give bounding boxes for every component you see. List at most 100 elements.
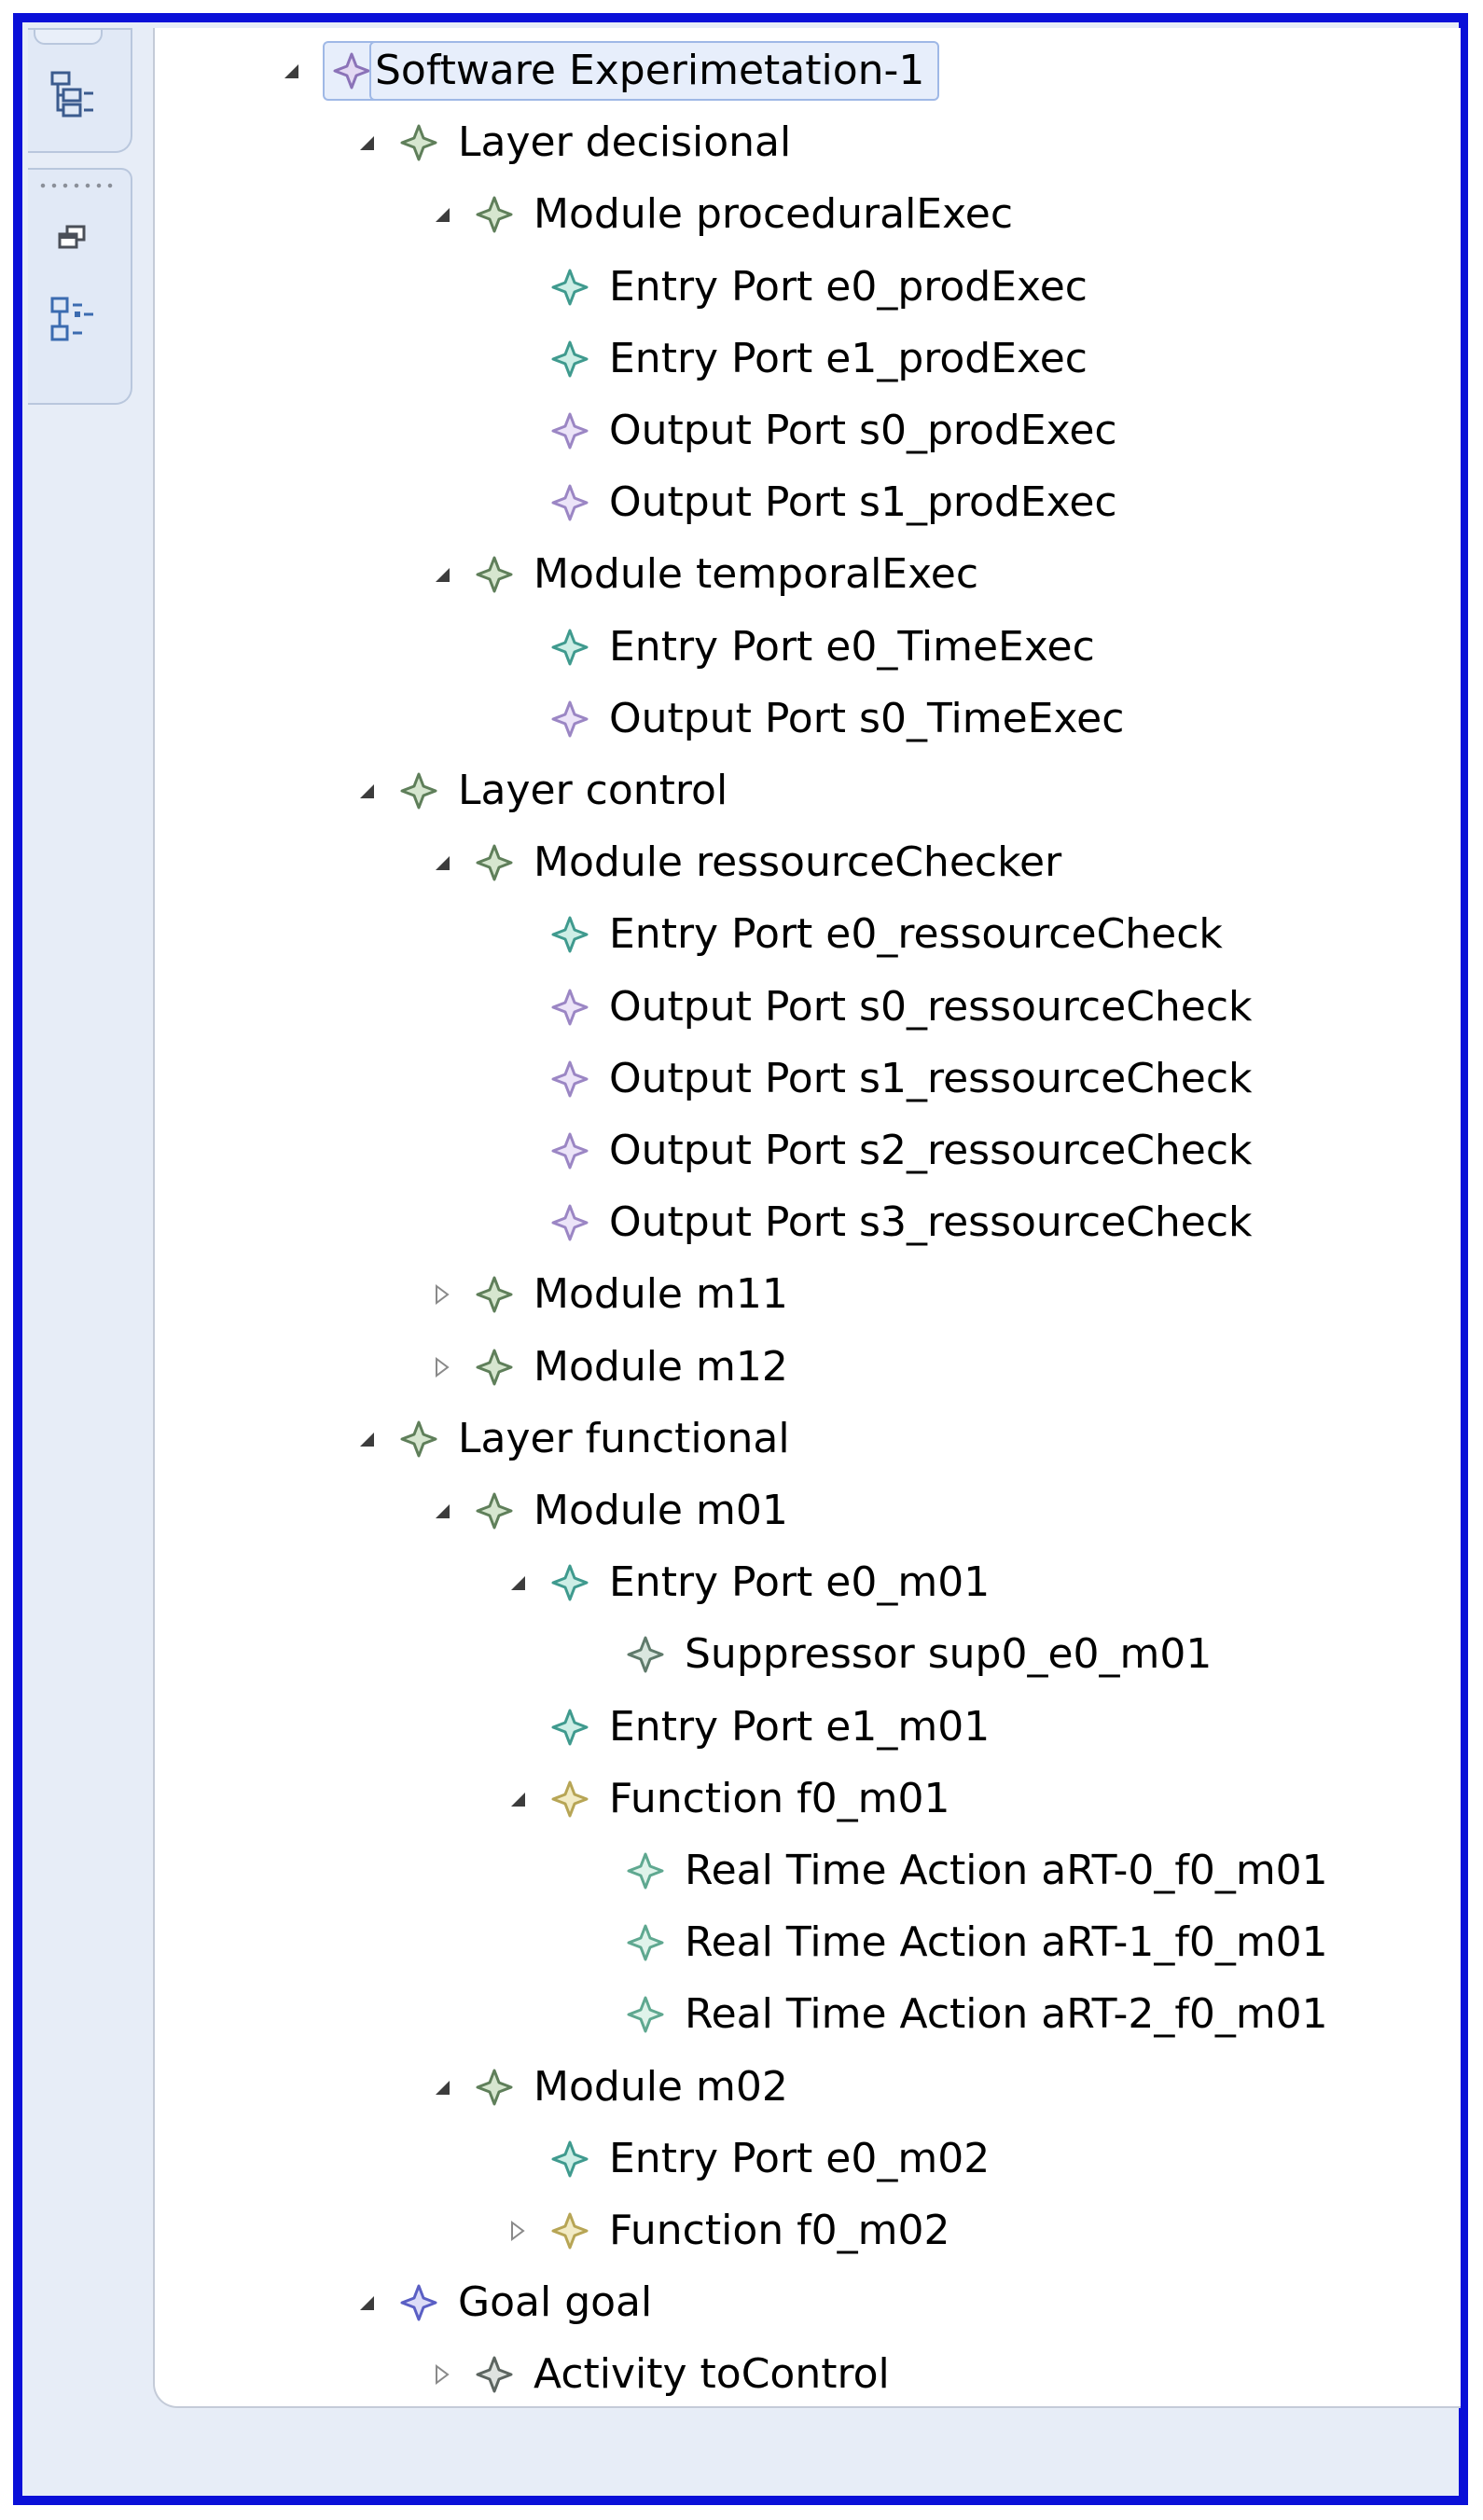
tree-item[interactable]: Module ressourceChecker [423, 833, 1061, 893]
expanded-twisty-icon[interactable] [272, 52, 310, 90]
diamond-green-icon [398, 122, 439, 163]
expanded-twisty-icon[interactable] [423, 1492, 461, 1530]
tree-item-label: Real Time Action aRT-0_f0_m01 [685, 1847, 1328, 1894]
hierarchy-view-icon[interactable] [45, 65, 101, 121]
tree-item-label: Entry Port e0_m02 [609, 2134, 991, 2182]
tree-item[interactable]: Entry Port e0_m01 [499, 1553, 990, 1613]
tree-item[interactable]: Module temporalExec [423, 545, 978, 604]
tree-spacer [499, 700, 536, 738]
diamond-gray-icon [474, 2354, 515, 2395]
tree-item[interactable]: Module m12 [423, 1337, 788, 1397]
tree-item[interactable]: Output Port s0_prodExec [499, 401, 1117, 461]
tree-item[interactable]: Activity toControl [423, 2345, 890, 2404]
expanded-twisty-icon[interactable] [348, 124, 385, 161]
tree-item-label: Output Port s1_prodExec [609, 478, 1117, 527]
tree-item-label: Module m12 [534, 1342, 788, 1391]
tree-item-label: Output Port s0_prodExec [609, 407, 1117, 454]
tree-item-label: Module m02 [534, 2062, 788, 2111]
tree-spacer [499, 412, 536, 450]
tree-spacer [499, 340, 536, 378]
tree-item[interactable]: Output Port s3_ressourceCheck [499, 1193, 1253, 1253]
stack-tab-edge [34, 30, 103, 45]
diamond-mint-icon [625, 1922, 666, 1963]
diamond-green-icon [474, 1490, 515, 1531]
restore-icon[interactable] [45, 212, 101, 268]
tree-item-label: Module temporalExec [534, 550, 979, 599]
tree-item-label: Module m11 [534, 1270, 788, 1319]
tree-item[interactable]: Suppressor sup0_e0_m01 [575, 1625, 1212, 1684]
tree-item[interactable]: Output Port s1_prodExec [499, 473, 1117, 533]
expanded-twisty-icon[interactable] [348, 1420, 385, 1458]
diamond-lavender-icon [549, 1059, 590, 1100]
tree-item-label: Real Time Action aRT-2_f0_m01 [685, 1990, 1328, 2039]
diamond-lavender-icon [549, 410, 590, 451]
tree-spacer [499, 269, 536, 306]
tree-item-label: Entry Port e0_TimeExec [609, 622, 1095, 671]
tree-item[interactable]: Output Port s1_ressourceCheck [499, 1049, 1253, 1109]
diamond-green-icon [474, 842, 515, 883]
tree-item[interactable]: Entry Port e1_prodExec [499, 329, 1088, 389]
expanded-twisty-icon[interactable] [348, 772, 385, 810]
tree-item[interactable]: Output Port s2_ressourceCheck [499, 1121, 1253, 1181]
tree-spacer [499, 1132, 536, 1170]
tree-item-label: Suppressor sup0_e0_m01 [685, 1630, 1213, 1679]
tree-item-label: Activity toControl [534, 2350, 890, 2399]
tree-item[interactable]: Module m02 [423, 2057, 788, 2117]
diamond-lavender-icon [549, 482, 590, 523]
tree-item[interactable]: Layer control [348, 761, 728, 821]
expanded-twisty-icon[interactable] [423, 844, 461, 881]
tree-item[interactable]: Real Time Action aRT-2_f0_m01 [575, 1985, 1328, 2044]
expanded-twisty-icon[interactable] [423, 196, 461, 233]
tree-item[interactable]: Module proceduralExec [423, 185, 1013, 244]
tree-item-label: Entry Port e1_m01 [609, 1702, 991, 1751]
tree-item[interactable]: Module m01 [423, 1481, 788, 1541]
tree-item[interactable]: Function f0_m02 [499, 2201, 949, 2261]
tree-item-label: Module ressourceChecker [534, 838, 1062, 887]
expanded-twisty-icon[interactable] [499, 1564, 536, 1601]
minimized-view-stack [28, 28, 132, 153]
expanded-twisty-icon[interactable] [423, 2069, 461, 2106]
tree-item[interactable]: Entry Port e0_TimeExec [499, 617, 1095, 677]
expanded-twisty-icon[interactable] [423, 556, 461, 593]
collapsed-twisty-icon[interactable] [423, 2356, 461, 2393]
outline-view-icon[interactable] [45, 291, 101, 347]
tree-item[interactable]: Output Port s0_TimeExec [499, 689, 1124, 749]
diamond-yellow-icon [549, 1779, 590, 1820]
diamond-teal-icon [549, 267, 590, 308]
diamond-lavender-icon [549, 1130, 590, 1171]
diamond-teal-icon [549, 2139, 590, 2180]
tree-item[interactable]: Entry Port e0_m02 [499, 2129, 990, 2189]
expanded-twisty-icon[interactable] [499, 1780, 536, 1818]
collapsed-twisty-icon[interactable] [423, 1349, 461, 1386]
tree-spacer [499, 1709, 536, 1746]
tree-item[interactable]: Module m11 [423, 1265, 788, 1324]
tree-item[interactable]: Output Port s0_ressourceCheck [499, 977, 1253, 1037]
diamond-green-icon [474, 1347, 515, 1388]
diamond-green-icon [474, 2067, 515, 2108]
collapsed-twisty-icon[interactable] [423, 1276, 461, 1313]
tree-item[interactable]: Goal goal [348, 2273, 652, 2333]
tree-item[interactable]: Real Time Action aRT-0_f0_m01 [575, 1841, 1328, 1901]
tree-item-label: Output Port s1_ressourceCheck [609, 1054, 1253, 1102]
tree-item[interactable]: Function f0_m01 [499, 1769, 949, 1829]
tree-spacer [575, 1852, 612, 1890]
diamond-mint-icon [625, 1850, 666, 1891]
diamond-teal-icon [549, 339, 590, 380]
tree-item[interactable]: Entry Port e1_m01 [499, 1697, 990, 1757]
tree-spacer [499, 1204, 536, 1241]
tree-item[interactable]: Software Experimetation-1 [272, 41, 940, 101]
tree-item[interactable]: Layer functional [348, 1409, 790, 1469]
tree-item-label: Layer control [458, 767, 728, 814]
expanded-twisty-icon[interactable] [348, 2284, 385, 2321]
diamond-yellow-icon [549, 2210, 590, 2251]
diamond-lavender-icon [549, 987, 590, 1028]
tree-item[interactable]: Real Time Action aRT-1_f0_m01 [575, 1913, 1328, 1973]
tree-spacer [499, 2140, 536, 2178]
tree-item[interactable]: Entry Port e0_ressourceCheck [499, 905, 1223, 964]
drag-handle[interactable] [37, 183, 116, 188]
collapsed-twisty-icon[interactable] [499, 2212, 536, 2250]
tree-item[interactable]: Entry Port e0_prodExec [499, 257, 1088, 317]
diamond-teal-icon [549, 627, 590, 668]
tree-item[interactable]: Layer decisional [348, 113, 791, 173]
